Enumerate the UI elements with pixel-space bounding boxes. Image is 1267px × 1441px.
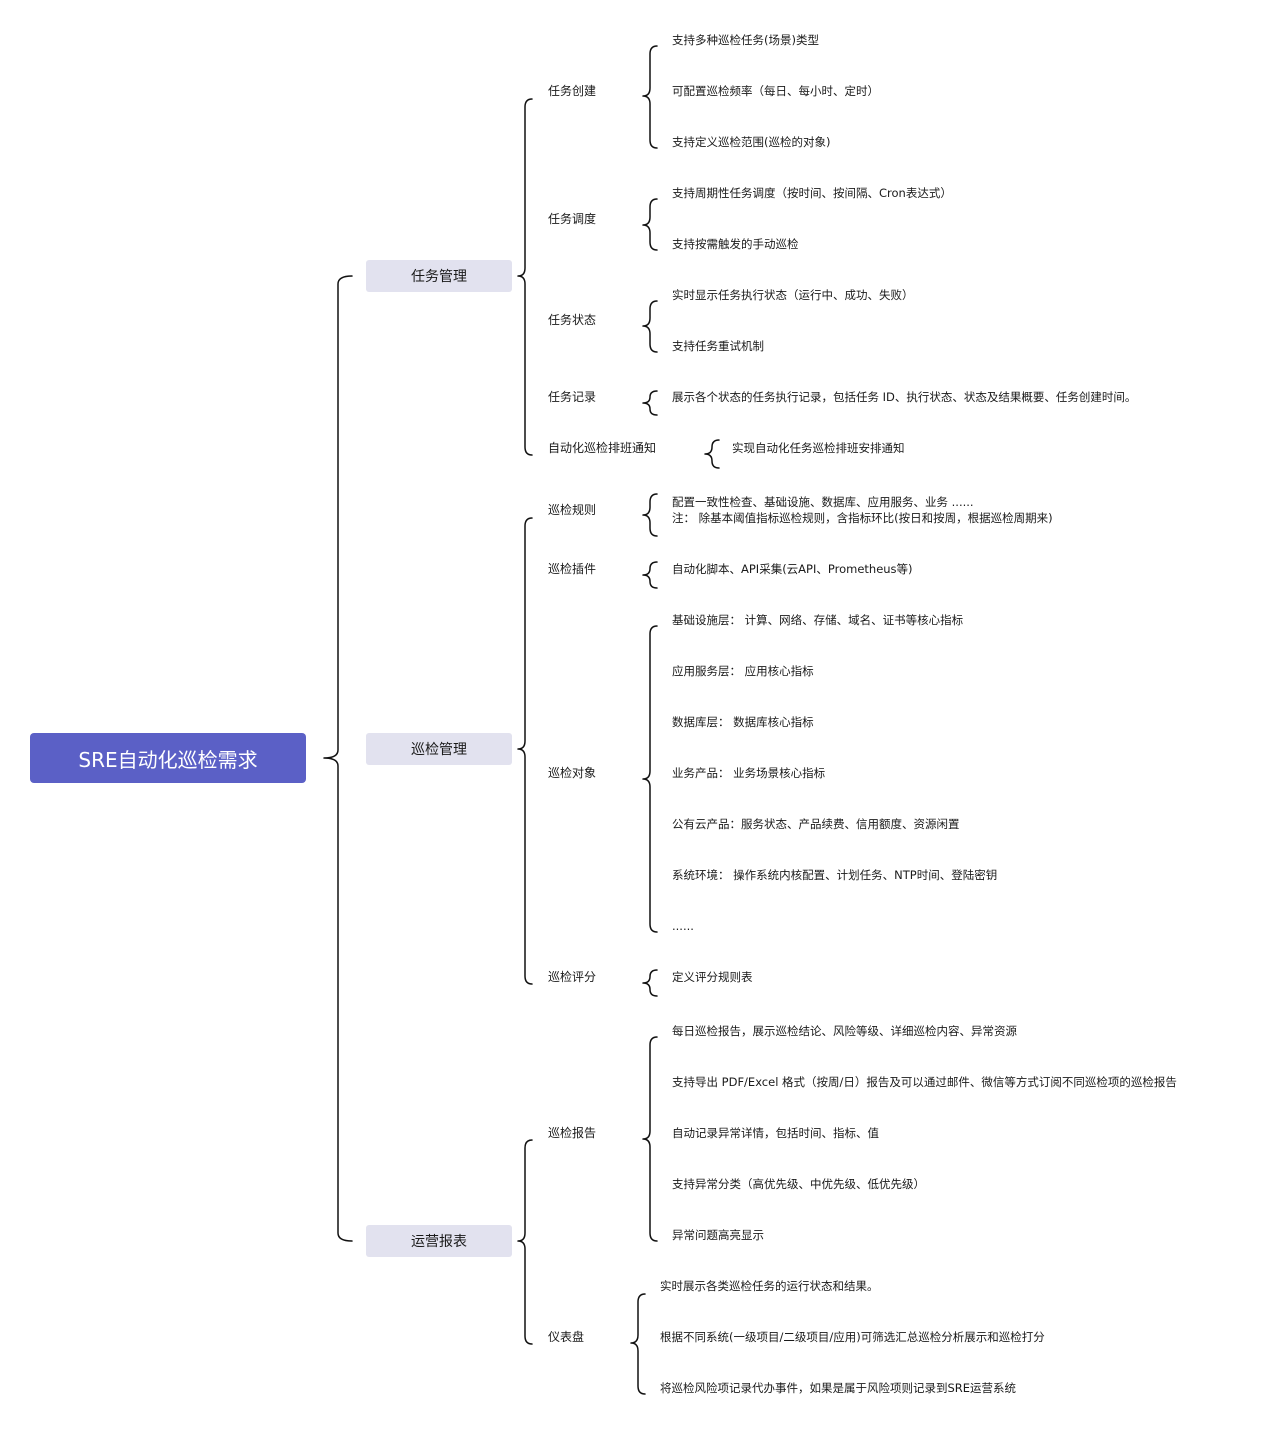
brace-dashboard [630, 1293, 646, 1395]
leaf-item[interactable]: 支持导出 PDF/Excel 格式（按周/日）报告及可以通过邮件、微信等方式订阅… [672, 1075, 1177, 1089]
leaf-item[interactable]: 将巡检风险项记录代办事件，如果是属于风险项则记录到SRE运营系统 [660, 1381, 1017, 1395]
brace-operation-reports [517, 1139, 533, 1345]
topic-inspection-targets[interactable]: 巡检对象 [548, 766, 597, 780]
leaf-item[interactable]: 支持异常分类（高优先级、中优先级、低优先级） [672, 1177, 925, 1191]
topic-task-status[interactable]: 任务状态 [548, 313, 597, 327]
leaf-item[interactable]: 系统环境： 操作系统内核配置、计划任务、NTP时间、登陆密钥 [672, 868, 998, 882]
leaf-item[interactable]: 实时展示各类巡检任务的运行状态和结果。 [660, 1279, 879, 1293]
brace-inspection-management [517, 517, 533, 985]
leaf-item[interactable]: 应用服务层： 应用核心指标 [672, 664, 814, 678]
topic-inspection-scoring[interactable]: 巡检评分 [548, 970, 597, 984]
brace-task-scheduling [642, 198, 658, 251]
brace-root [323, 275, 353, 1242]
brace-inspection-scoring [642, 969, 658, 997]
section-inspection-management[interactable]: 巡检管理 [366, 733, 512, 765]
topic-inspection-plugins[interactable]: 巡检插件 [548, 562, 597, 576]
topic-dashboard[interactable]: 仪表盘 [548, 1330, 585, 1344]
brace-task-creation [642, 45, 658, 149]
leaf-item[interactable]: 业务产品： 业务场景核心指标 [672, 766, 826, 780]
leaf-item[interactable]: 自动化脚本、API采集(云API、Prometheus等) [672, 562, 913, 576]
leaf-item[interactable]: 可配置巡检频率（每日、每小时、定时） [672, 84, 879, 98]
leaf-item[interactable]: 定义评分规则表 [672, 970, 753, 984]
leaf-item[interactable]: 支持多种巡检任务(场景)类型 [672, 33, 819, 47]
topic-inspection-report[interactable]: 巡检报告 [548, 1126, 597, 1140]
section-task-management[interactable]: 任务管理 [366, 260, 512, 292]
topic-duty-notification[interactable]: 自动化巡检排班通知 [548, 441, 657, 455]
leaf-item[interactable]: 注： 除基本阈值指标巡检规则，含指标环比(按日和按周，根据巡检周期来) [672, 511, 1053, 525]
brace-task-records [642, 390, 658, 416]
topic-task-records[interactable]: 任务记录 [548, 390, 597, 404]
brace-inspection-report [642, 1036, 658, 1242]
leaf-item[interactable]: 支持任务重试机制 [672, 339, 764, 353]
root-node[interactable]: SRE自动化巡检需求 [30, 733, 306, 783]
leaf-item[interactable]: 支持按需触发的手动巡检 [672, 237, 799, 251]
leaf-item[interactable]: 根据不同系统(一级项目/二级项目/应用)可筛选汇总巡检分析展示和巡检打分 [660, 1330, 1045, 1344]
brace-inspection-plugins [642, 561, 658, 589]
leaf-item[interactable]: 异常问题高亮显示 [672, 1228, 764, 1242]
leaf-item[interactable]: 每日巡检报告，展示巡检结论、风险等级、详细巡检内容、异常资源 [672, 1024, 1017, 1038]
leaf-item[interactable]: ...... [672, 919, 694, 933]
leaf-item[interactable]: 配置一致性检查、基础设施、数据库、应用服务、业务 ...... [672, 495, 974, 509]
brace-inspection-rules [642, 493, 658, 537]
leaf-item[interactable]: 实时显示任务执行状态（运行中、成功、失败） [672, 288, 914, 302]
topic-inspection-rules[interactable]: 巡检规则 [548, 503, 597, 517]
leaf-item[interactable]: 支持定义巡检范围(巡检的对象) [672, 135, 831, 149]
leaf-item[interactable]: 基础设施层： 计算、网络、存储、域名、证书等核心指标 [672, 613, 964, 627]
topic-task-creation[interactable]: 任务创建 [548, 84, 597, 98]
topic-task-scheduling[interactable]: 任务调度 [548, 212, 597, 226]
leaf-item[interactable]: 支持周期性任务调度（按时间、按间隔、Cron表达式） [672, 186, 952, 200]
brace-inspection-targets [642, 625, 658, 933]
leaf-item[interactable]: 实现自动化任务巡检排班安排通知 [732, 441, 905, 455]
brace-duty-notification [704, 439, 720, 469]
brace-task-management [517, 98, 533, 456]
section-operation-reports[interactable]: 运营报表 [366, 1225, 512, 1257]
leaf-item[interactable]: 公有云产品：服务状态、产品续费、信用额度、资源闲置 [672, 817, 960, 831]
leaf-item[interactable]: 展示各个状态的任务执行记录，包括任务 ID、执行状态、状态及结果概要、任务创建时… [672, 390, 1137, 404]
leaf-item[interactable]: 数据库层： 数据库核心指标 [672, 715, 814, 729]
leaf-item[interactable]: 自动记录异常详情，包括时间、指标、值 [672, 1126, 879, 1140]
brace-task-status [642, 300, 658, 353]
